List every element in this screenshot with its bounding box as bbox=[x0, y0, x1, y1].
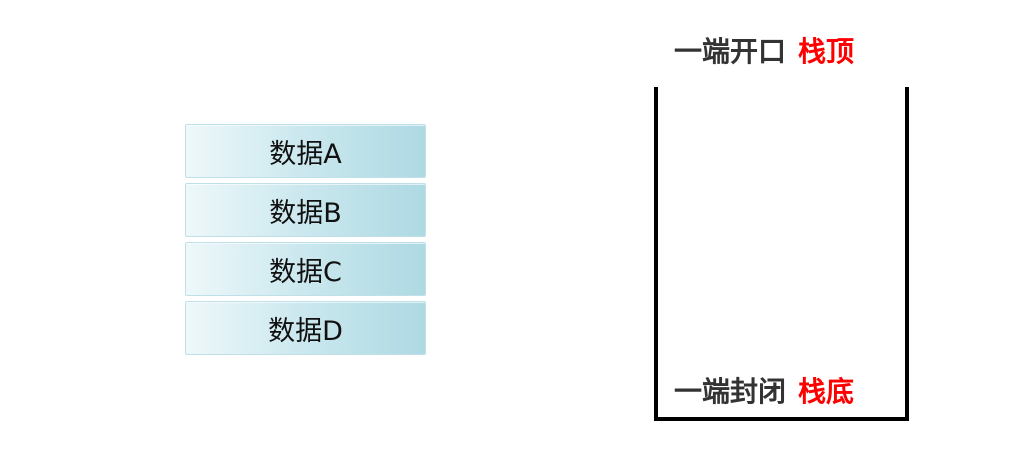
data-block-label: 数据D bbox=[268, 315, 343, 347]
data-items-stack: 数据A 数据B 数据C 数据D bbox=[185, 124, 426, 360]
data-block-a: 数据A bbox=[185, 124, 426, 178]
data-block-label: 数据B bbox=[269, 197, 342, 229]
stack-bottom-caption: 一端封闭栈底 bbox=[674, 378, 854, 406]
stack-bottom-description: 一端封闭 bbox=[674, 375, 787, 408]
stack-top-description: 一端开口 bbox=[674, 35, 787, 68]
stack-container bbox=[654, 87, 909, 421]
stack-bottom-term: 栈底 bbox=[798, 375, 855, 408]
data-block-label: 数据A bbox=[269, 138, 342, 170]
data-block-c: 数据C bbox=[185, 242, 426, 296]
data-block-b: 数据B bbox=[185, 183, 426, 237]
stack-bottom-wall bbox=[654, 417, 909, 421]
stack-top-caption: 一端开口栈顶 bbox=[674, 38, 854, 66]
data-block-d: 数据D bbox=[185, 301, 426, 355]
stack-right-wall bbox=[905, 87, 909, 421]
stack-top-term: 栈顶 bbox=[798, 35, 855, 68]
data-block-label: 数据C bbox=[269, 256, 342, 288]
stack-left-wall bbox=[654, 87, 658, 421]
